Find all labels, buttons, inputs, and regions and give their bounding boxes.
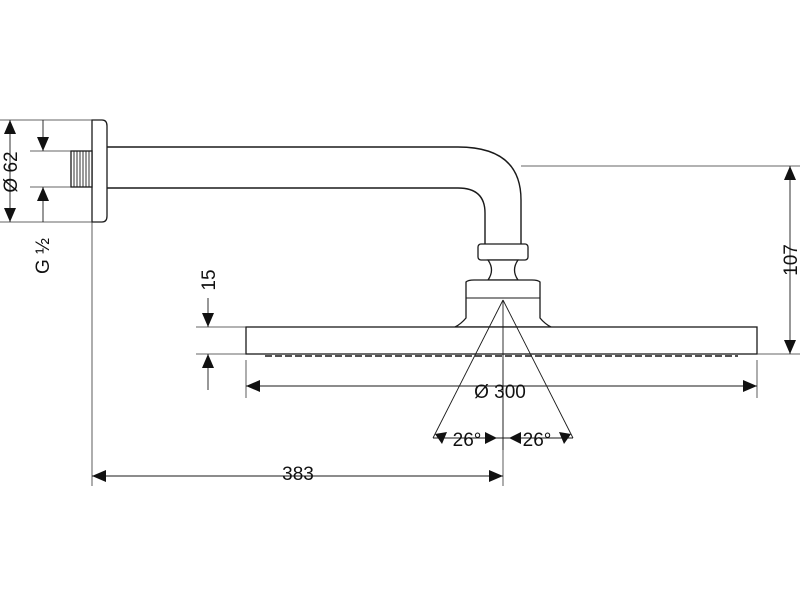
label-arm-length: 383 (282, 464, 314, 485)
label-head-thickness: 15 (199, 269, 220, 290)
dim-head-diameter (246, 380, 757, 392)
shower-arm (107, 146, 522, 244)
dim-height-offset (784, 166, 796, 354)
dim-head-thickness (202, 298, 214, 390)
label-head-diameter: Ø 300 (474, 382, 526, 403)
dim-spray-angle (432, 299, 574, 450)
label-height-offset: 107 (781, 244, 800, 276)
dim-flange-diameter (4, 120, 16, 222)
wall-flange (91, 119, 108, 223)
dim-thread (37, 120, 49, 222)
dim-arm-length (92, 470, 503, 482)
label-angle-right: 26° (523, 430, 552, 451)
extension-lines (0, 119, 800, 486)
label-thread: G ½ (33, 238, 54, 274)
thread-nipple (70, 150, 93, 188)
label-angle-left: 26° (453, 430, 482, 451)
shower-head (245, 326, 758, 357)
label-flange-diameter: Ø 62 (1, 151, 22, 192)
